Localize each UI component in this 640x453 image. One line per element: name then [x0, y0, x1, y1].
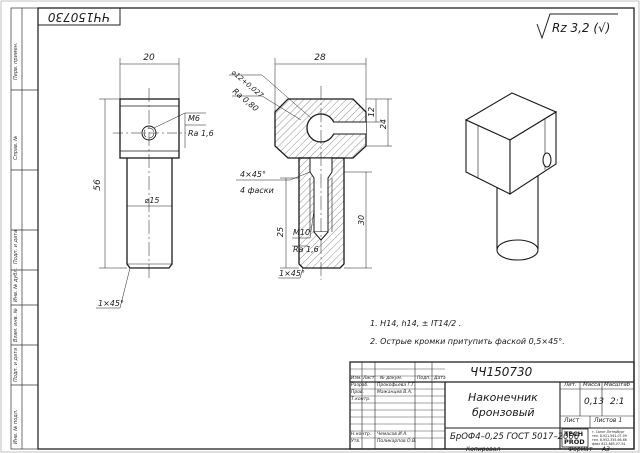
chamfers-4x45: 4×45°	[240, 170, 266, 179]
company-line: г. Санкт-Петербург	[592, 430, 625, 434]
scale-value: 2:1	[610, 397, 625, 407]
logo-tech: TECH	[564, 430, 584, 438]
role-label: Н.контр.	[351, 432, 372, 437]
hdr-sign: Подп.	[417, 376, 431, 381]
dim-width-28: 28	[314, 53, 326, 63]
role-label: Разраб.	[351, 383, 369, 388]
note-2: 2. Острые кромки притупить фаской 0,5×45…	[370, 337, 565, 346]
company-line: тел. 8-952-355-66-66	[592, 438, 627, 442]
side-label: Перв. примен.	[13, 42, 19, 80]
dim-12: 12	[367, 107, 376, 117]
chamfer-section: 1×45°	[279, 269, 305, 278]
side-label: Подп. и дата	[13, 347, 19, 382]
dim-30: 30	[357, 215, 366, 225]
role-name: Мажанцев В.А.	[377, 390, 413, 395]
dim-height-56: 56	[93, 179, 103, 191]
chamfers-label: 4 фаски	[240, 186, 274, 195]
chamfer-side: 1×45°	[98, 299, 124, 308]
scale-header: Масштаб	[604, 382, 631, 388]
thread-m6: M6	[188, 114, 200, 123]
material: БрОФ4–0,25 ГОСТ 5017–2006	[450, 432, 580, 442]
side-label: Инв. № дубл.	[13, 267, 19, 302]
lit-header: Лит.	[564, 382, 577, 388]
format-value: A3	[602, 446, 610, 453]
part-name-line2: бронзовый	[472, 406, 535, 419]
format-label: Формат	[568, 446, 593, 453]
note-1: 1. H14, h14, ± IT14/2 .	[370, 319, 461, 328]
designation-box: ЧЧ150730	[37, 7, 121, 26]
title-designation: ЧЧ150730	[470, 365, 533, 379]
dim-dia-15: ⌀15	[145, 196, 160, 205]
side-label: Справ. №	[13, 135, 19, 160]
company-info: г. Санкт-Петербург тел. 8-921-561-07-09 …	[592, 430, 627, 446]
dim-24: 24	[379, 119, 388, 129]
sheet-label: Лист	[564, 417, 580, 424]
sheets-label: Листов 1	[594, 417, 623, 424]
side-strip	[10, 7, 39, 450]
role-label: Пров.	[351, 390, 365, 395]
notes: 1. H14, h14, ± IT14/2 . 2. Острые кромки…	[370, 319, 565, 346]
mass-value: 0,13	[584, 397, 605, 407]
dim-width-20: 20	[143, 53, 155, 63]
side-view-labels: 20 56 ⌀15 M6 Ra 1,6 1×45°	[93, 53, 214, 308]
hdr-izm: Изм.	[351, 376, 362, 381]
title-block-lines	[349, 361, 635, 450]
side-label: Подп. и дата	[13, 229, 19, 264]
side-label: Взам. инв. №	[13, 308, 19, 342]
roughness-symbol: Rz 3,2 (√)	[536, 13, 618, 40]
role-label: Утв.	[351, 439, 361, 444]
hdr-date: Дата	[434, 376, 446, 381]
section-view	[229, 58, 392, 280]
role-name: Чемасов И.А.	[377, 432, 408, 437]
side-label: Инв. № подл.	[13, 409, 19, 445]
designation-mirrored: ЧЧ150730	[48, 10, 111, 24]
copied-label: Копировал	[466, 446, 501, 453]
hdr-list: Лист	[363, 376, 375, 381]
role-name: Прокофьева Г.Г.	[377, 383, 416, 388]
roughness-ra16-section: Ra 1,6	[293, 245, 319, 254]
dim-25: 25	[276, 227, 285, 237]
thread-m10: M10	[293, 228, 310, 237]
company-line: факс 812-665-07-34	[592, 442, 626, 446]
role-name: Поликарпов О.В.	[377, 439, 417, 444]
roughness-value: Rz 3,2 (√)	[552, 21, 610, 35]
mass-header: Масса	[583, 382, 601, 388]
company-line: тел. 8-921-561-07-09	[592, 434, 627, 438]
logo-prod: PROD	[564, 438, 585, 446]
part-name-line1: Наконечник	[468, 391, 538, 404]
role-label: Т.контр.	[351, 397, 371, 402]
hdr-doc: № докум.	[380, 376, 403, 381]
side-view	[96, 58, 206, 309]
roughness-ra16-side: Ra 1,6	[188, 129, 214, 138]
isometric-view	[464, 92, 558, 261]
